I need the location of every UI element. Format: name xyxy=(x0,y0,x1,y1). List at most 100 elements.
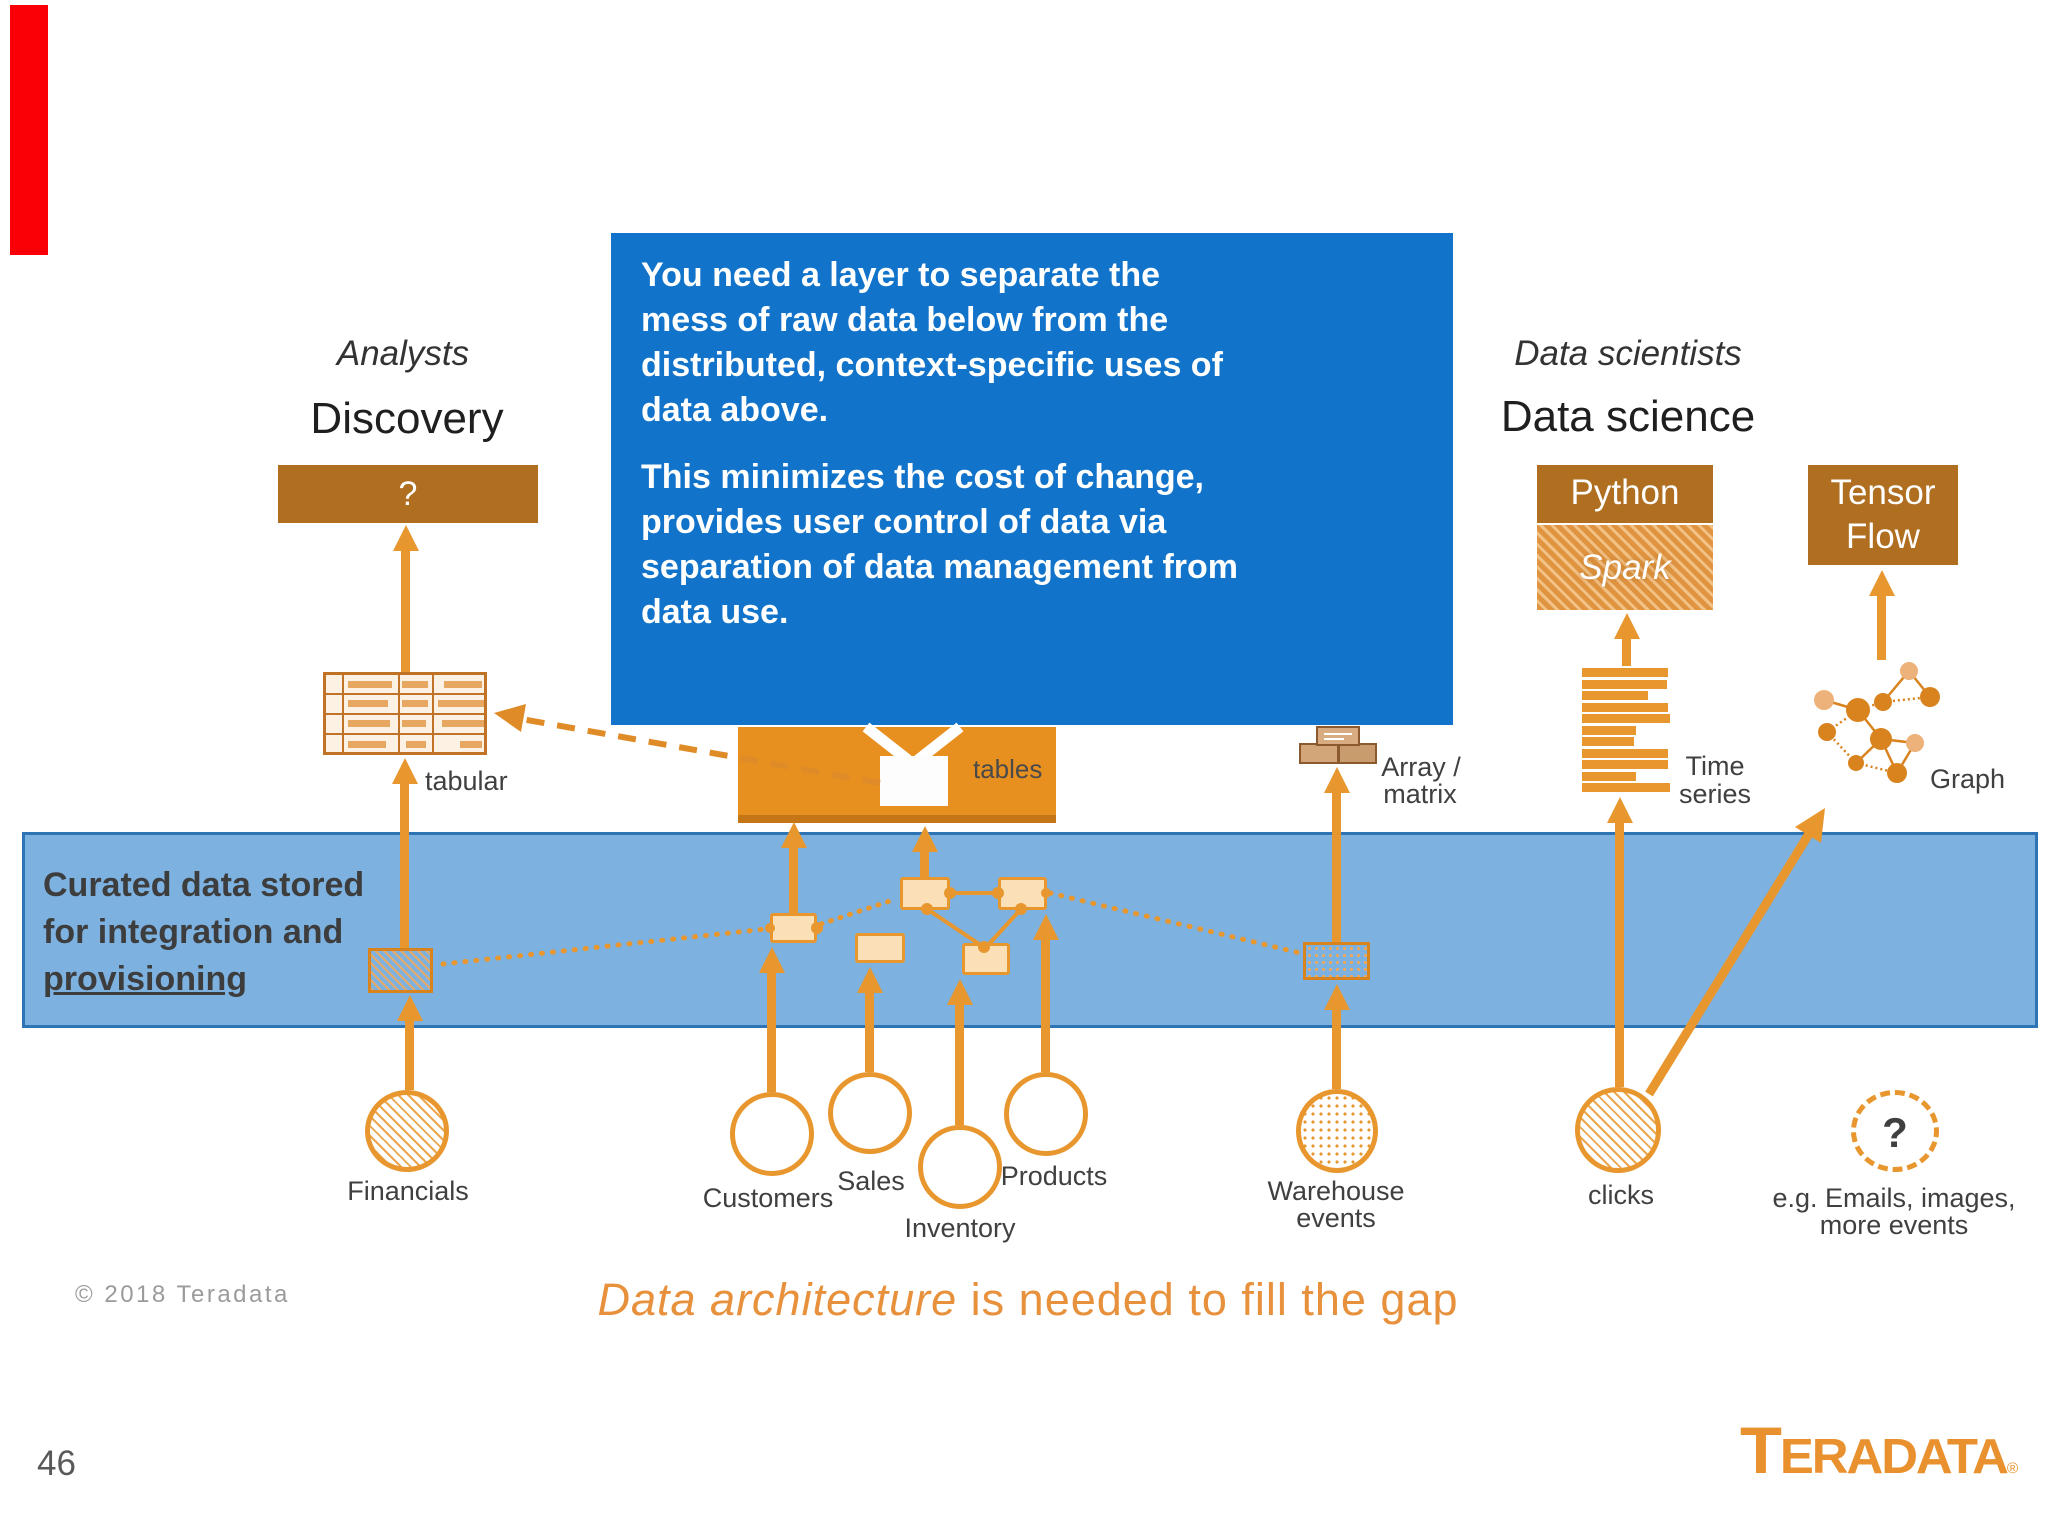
inventory-label: Inventory xyxy=(904,1213,1016,1243)
time-series-bar xyxy=(1582,714,1670,723)
callout-paragraph-1: You need a layer to separate the mess of… xyxy=(641,256,1223,429)
arrow-inventory-head xyxy=(947,979,973,1005)
tables-label: tables xyxy=(973,754,1043,784)
data-science-title: Data science xyxy=(1500,392,1756,441)
graph-label: Graph xyxy=(1930,764,2006,794)
discovery-title: Discovery xyxy=(310,394,504,443)
arrow-sales xyxy=(865,993,874,1072)
arrow-products xyxy=(1041,940,1050,1072)
spark-label: Spark xyxy=(1579,548,1671,587)
unknown-label-line2: more events xyxy=(1819,1210,1969,1240)
tensorflow-line2: Flow xyxy=(1846,517,1920,556)
arrow-square-to-array-head xyxy=(1324,767,1350,793)
footer-headline-rest: is needed to fill the gap xyxy=(957,1274,1459,1325)
time-series-icon xyxy=(1582,668,1670,795)
array-label-line2: matrix xyxy=(1383,779,1457,809)
arrow-table-to-discovery-head xyxy=(393,525,419,551)
warehouse-label-line1: Warehouse xyxy=(1267,1176,1405,1206)
clicks-circle xyxy=(1575,1087,1661,1173)
sales-label: Sales xyxy=(837,1166,905,1196)
arrow-entity2-to-tables xyxy=(920,852,929,877)
arrow-inventory xyxy=(955,1005,964,1125)
warehouse-label-line2: events xyxy=(1296,1203,1376,1233)
data-scientists-role-label: Data scientists xyxy=(1514,334,1742,373)
time-series-bar xyxy=(1582,737,1634,746)
warehouse-curated-square xyxy=(1303,942,1370,980)
inventory-circle xyxy=(918,1125,1002,1209)
unknown-sources-circle: ? xyxy=(1851,1090,1939,1172)
warehouse-events-circle xyxy=(1296,1089,1378,1173)
discovery-question-box: ? xyxy=(278,465,538,523)
entity-box-4 xyxy=(855,933,905,963)
time-series-bar xyxy=(1582,771,1636,781)
footer-headline-italic: Data architecture xyxy=(597,1274,958,1325)
arrow-clicks-to-timeseries-head xyxy=(1607,797,1633,823)
band-caption-line3: provisioning xyxy=(43,960,247,998)
financials-label: Financials xyxy=(347,1176,469,1206)
arrow-entity2-to-tables-head xyxy=(912,826,938,852)
customers-label: Customers xyxy=(702,1183,834,1213)
warehouse-packages-icon xyxy=(1299,726,1377,764)
time-series-label-line2: series xyxy=(1678,779,1752,809)
clicks-label: clicks xyxy=(1588,1180,1654,1210)
arrow-financials-to-square-head xyxy=(397,995,423,1021)
arrow-table-to-discovery xyxy=(401,551,410,672)
time-series-bar xyxy=(1582,668,1668,677)
copyright: © 2018 Teradata xyxy=(75,1281,290,1308)
arrow-clicks-to-timeseries xyxy=(1615,823,1624,1087)
arrow-warehouse-to-square-head xyxy=(1324,984,1350,1010)
products-label: Products xyxy=(1000,1161,1108,1191)
array-label-line1: Array / xyxy=(1381,752,1461,782)
entity-box-1 xyxy=(770,913,817,943)
products-circle xyxy=(1004,1072,1088,1156)
arrow-entity1-to-tables-head xyxy=(781,822,807,848)
red-marker-bar xyxy=(10,5,48,255)
arrow-timeseries-to-spark xyxy=(1622,639,1631,666)
spark-box: Spark xyxy=(1537,525,1713,610)
time-series-bar xyxy=(1582,748,1668,758)
arrow-graph-to-tensorflow-head xyxy=(1869,570,1895,596)
financials-curated-square xyxy=(368,948,433,993)
arrow-graph-to-tensorflow xyxy=(1877,596,1886,660)
entity-box-3 xyxy=(998,877,1047,910)
callout-box: You need a layer to separate the mess of… xyxy=(611,233,1453,725)
python-box: Python xyxy=(1537,465,1713,525)
arrow-financials-to-square xyxy=(405,1021,414,1090)
arrow-warehouse-to-square xyxy=(1332,1010,1341,1089)
teradata-logo-initial: T xyxy=(1740,1413,1782,1487)
time-series-bar xyxy=(1582,783,1670,792)
arrow-square-to-table-head xyxy=(392,758,418,784)
page-number: 46 xyxy=(37,1444,76,1483)
entity-box-5 xyxy=(962,943,1010,975)
band-caption-line1: Curated data stored xyxy=(43,866,365,904)
band-caption: Curated data stored for integration and … xyxy=(43,862,364,1003)
arrow-square-to-array xyxy=(1332,793,1341,942)
teradata-logo: TERADATA® xyxy=(1740,1412,2018,1488)
tabular-data-icon xyxy=(323,672,487,755)
time-series-bar xyxy=(1582,691,1648,700)
arrow-customers xyxy=(767,973,776,1092)
unknown-label-line1: e.g. Emails, images, xyxy=(1772,1183,2016,1213)
teradata-logo-text: ERADATA xyxy=(1779,1430,2009,1484)
graph-network-icon xyxy=(1814,662,1940,783)
tabular-label: tabular xyxy=(425,766,508,796)
arrow-square-to-table xyxy=(400,784,409,948)
arrow-products-head xyxy=(1033,914,1059,940)
time-series-bar xyxy=(1582,760,1668,769)
arrow-customers-head xyxy=(759,947,785,973)
tensorflow-line1: Tensor xyxy=(1830,473,1936,512)
time-series-bar xyxy=(1582,679,1667,689)
time-series-bar xyxy=(1582,725,1636,735)
financials-circle xyxy=(365,1090,449,1172)
callout-paragraph-2: This minimizes the cost of change, provi… xyxy=(641,458,1239,631)
analysts-role-label: Analysts xyxy=(336,334,470,373)
band-caption-line2: for integration and xyxy=(43,913,344,951)
footer-headline: Data architecture is needed to fill the … xyxy=(597,1274,1458,1326)
time-series-label-line1: Time xyxy=(1685,751,1745,781)
registered-mark: ® xyxy=(2006,1460,2019,1477)
tensorflow-box: Tensor Flow xyxy=(1808,465,1958,565)
time-series-bar xyxy=(1582,702,1668,712)
sales-circle xyxy=(828,1072,912,1154)
arrow-timeseries-to-spark-head xyxy=(1614,613,1640,639)
